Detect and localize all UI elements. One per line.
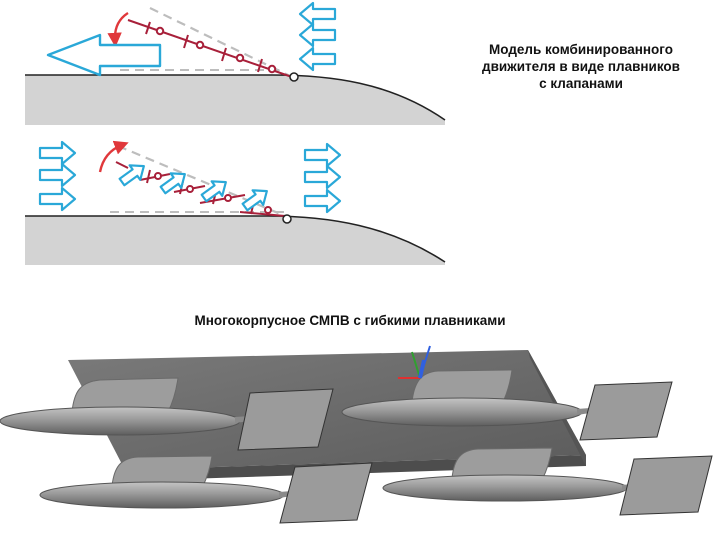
flexible-fin <box>579 381 673 441</box>
caption-multihull: Многокорпусное СМПВ с гибкими плавниками <box>194 313 506 328</box>
motion-arrow-icon <box>98 140 129 173</box>
flow-arrows-left <box>298 1 337 72</box>
motion-direction-arrow <box>46 33 162 77</box>
caption-line: движителя в виде плавников <box>482 59 680 74</box>
hull-body <box>39 481 285 509</box>
flow-arrows-right-side <box>303 142 342 214</box>
fin-panel-top <box>25 1 446 125</box>
hull-strut <box>71 377 179 413</box>
flow-arrows-through-fins <box>118 164 268 212</box>
hull-profile <box>25 216 445 265</box>
xyz-axes-icon <box>398 345 431 379</box>
multihull-model <box>0 345 713 524</box>
flexible-fin <box>279 462 373 524</box>
hull-body <box>0 406 241 436</box>
guide-line <box>117 144 291 220</box>
flexible-fin <box>237 388 334 451</box>
pivot-point <box>289 72 299 82</box>
fin-chain <box>127 19 293 78</box>
hull-strut <box>451 447 553 481</box>
flow-arrows-left-side <box>38 140 77 212</box>
fin-panel-bottom <box>25 140 446 265</box>
caption-line: Модель комбинированного <box>489 42 673 57</box>
guide-line <box>149 7 291 77</box>
fin-shaft <box>577 408 590 415</box>
flexible-fin <box>619 455 713 516</box>
caption-line: с клапанами <box>539 76 623 91</box>
motion-arrow-icon <box>107 11 129 48</box>
hull-body <box>382 474 628 502</box>
caption-fin-model: Модель комбинированного движителя в виде… <box>446 41 716 92</box>
hull-body <box>341 397 583 427</box>
pivot-point <box>282 214 292 224</box>
hull-profile <box>25 75 445 125</box>
